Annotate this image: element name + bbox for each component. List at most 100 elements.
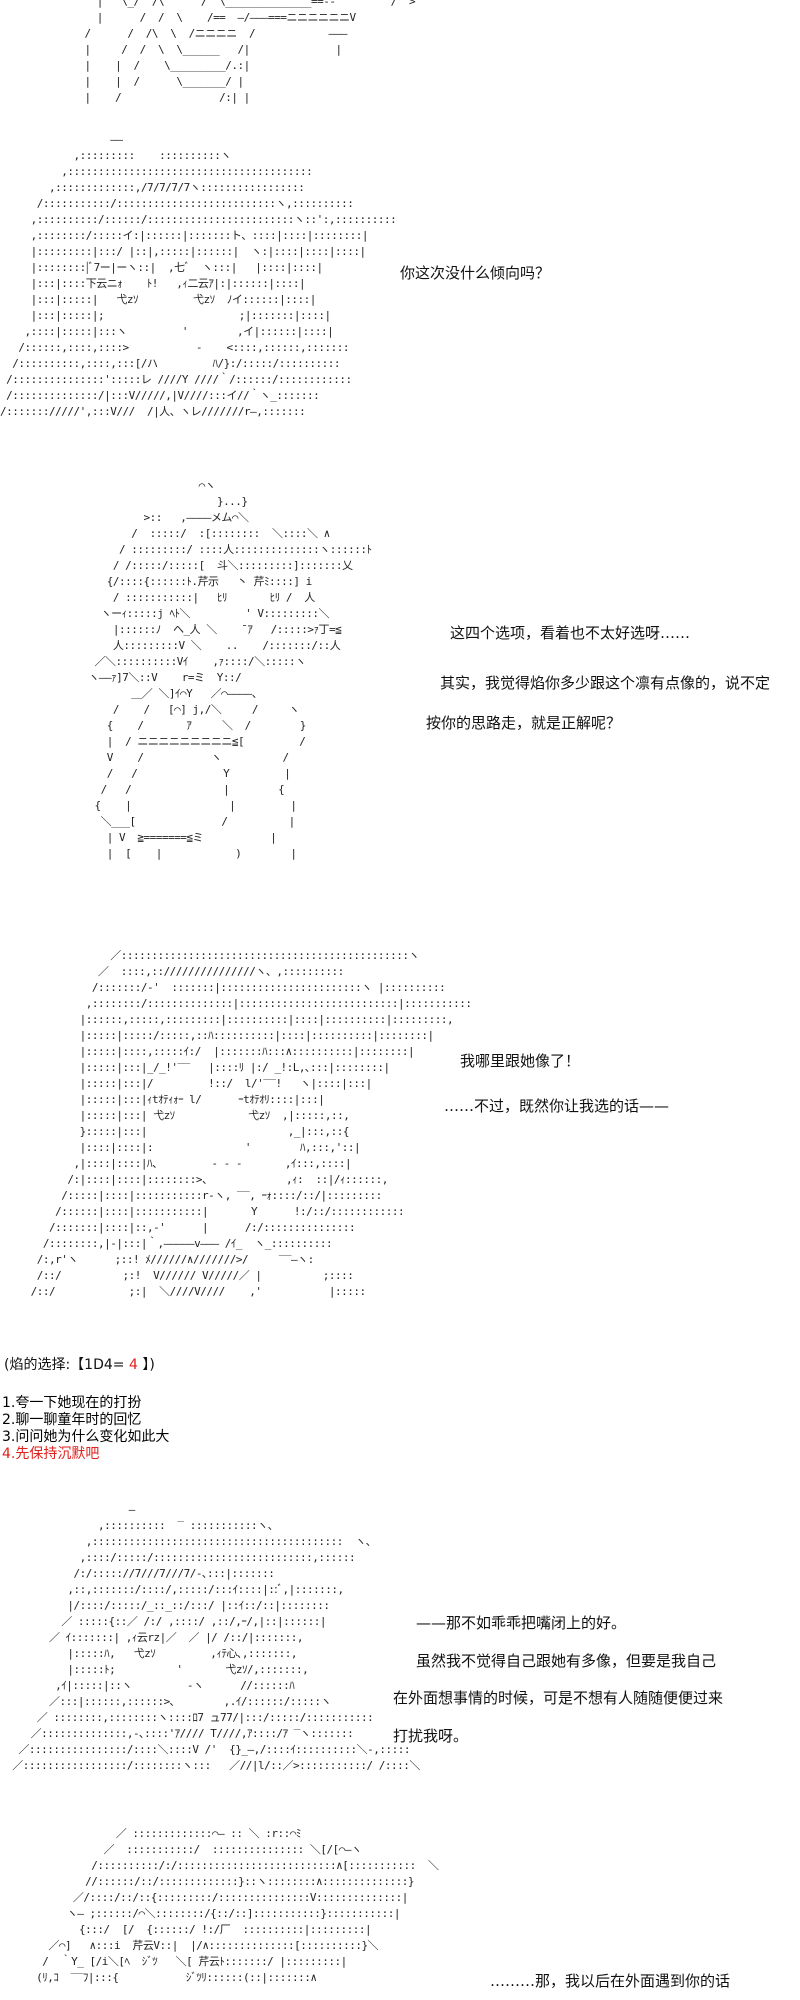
aa-line: /::/ ;:! V////// V/////／ | ;:::: [0, 1269, 354, 1282]
aa-line: ,::::::::: ::::::::::ヽ [0, 149, 231, 162]
aa-kyoko-2: ／ :::::::::::::⌒― :: ＼ :r::⌒ﾐ ／ ::::::::… [30, 1826, 439, 1986]
choice-option-selected: 4.先保持沉默吧 [2, 1446, 100, 1462]
dialogue-line: 其实，我觉得焰你多少跟这个凛有点像的，说不定 [440, 674, 771, 692]
aa-line: /:::::|::::|:::::::::::r-ヽ, ‾‾, ｰｫ::::/:… [0, 1189, 382, 1202]
aa-line: | V ≧=======≦ミ | [70, 831, 277, 844]
aa-line: | / /:| | [60, 91, 250, 104]
aa-line: ,ｲ|:::::|::ヽ ‐ヽ //::::::ﾊ [0, 1679, 295, 1692]
aa-line: ,::::::::::/::::::/:::::::::::::::::::::… [0, 213, 397, 226]
dialogue-line: 虽然我不觉得自己跟她有多像，但要是我自己 [416, 1652, 717, 1670]
aa-line: 人:::::::::V ＼ .. /:::::::/::人 [70, 639, 341, 652]
aa-line: /::::::::,|‐|:::|｀,―――――v――― /ｲ_ ヽ_:::::… [0, 1237, 333, 1250]
aa-line: /::::::::::::::/|:::V/////,|V////:::イ//｀… [0, 389, 320, 402]
aa-line: |:::::::::|:::/ |::|,:::::|::::::| ヽ:|::… [0, 245, 367, 258]
aa-line: |::::::ﾉ ヘ_人 ＼ ¯ｱ /:::::>ｧ丁=≦ [70, 623, 342, 636]
aa-line: ／:::::::::::::::::::::::::::::::::::::::… [0, 949, 419, 962]
aa-line: //::::::/::/:::::::::::::}::ヽ::::::::∧::… [30, 1875, 414, 1888]
aa-line: ／＼::::::::::Vｲ ,ｧ::::/＼:::::ヽ [70, 655, 306, 668]
aa-line: /::/ ;:| ＼////V//// ,' |::::: [0, 1285, 367, 1298]
aa-line: |::::::::|ﾞ7ー|ーヽ::| ,七ﾞ ヽ:::| |::::|::::… [0, 261, 324, 274]
aa-line: /::::::|::::|:::::::::::| Y !:/::/::::::… [0, 1205, 405, 1218]
dialogue-line: 这四个选项，看着也不太好选呀…… [450, 624, 691, 642]
aa-line: {:::/ [/ {::::::/ !:/厂 ::::::::::|::::::… [30, 1923, 372, 1936]
dice-prefix: (焰的选择:【1D4= [4, 1357, 129, 1373]
aa-line: |:::::|:::|/ !::/ l/'‾‾! ヽ|::::|:::| [0, 1077, 373, 1090]
aa-line: /:::::::|::::|::,‐' | /:/::::::::::::::: [0, 1221, 356, 1234]
aa-kyoko: ⌒ヽ }...} >:: ,――――メム⌒＼ / :::::/ :[::::::… [70, 478, 372, 862]
aa-line: / /:::::/:::::[ 斗＼:::::::::]:::::::乂 [70, 559, 353, 572]
aa-line: ,::::::::/:::::イ:|::::::|:::::::ト、::::|:… [0, 229, 369, 242]
dialogue-line: 打扰我呀。 [393, 1727, 469, 1745]
dice-suffix: 】) [137, 1357, 155, 1373]
aa-line: }:::::|:::| ,_|:::,::{ [0, 1125, 350, 1138]
aa-line: ／::::::::::::::::/::::＼::::V /' {}_―,/::… [0, 1743, 410, 1756]
aa-line: /:,r'ヽ ;::! ﾒ//////∧///////>/ ‾‾―ヽ: [0, 1253, 315, 1266]
aa-line: /:::::::/‐' :::::::|::::::::::::::::::::… [0, 981, 446, 994]
aa-line: /:|::::|::::|::::::::>、 ,ｨ: ::|/ｨ::::::, [0, 1173, 388, 1186]
aa-line: ,|::::|::::|ﾊ、 - - - ,ｲ:::,::::| [0, 1157, 352, 1170]
dialogue-line: 按你的思路走，就是正解呢？ [426, 714, 622, 732]
aa-arms-fragment: | \_/ /\ / \______________==-- / > | / /… [60, 0, 415, 106]
aa-line: ,:::::::::::::::::::::::::::::::::::::::… [0, 1535, 377, 1548]
choice-option: 1.夸一下她现在的打扮 [2, 1395, 142, 1411]
aa-line: | / / \ \______ /| | [60, 43, 342, 56]
dice-result: (焰的选择:【1D4= 4 】) [4, 1354, 155, 1374]
aa-line: ／ ｲ:::::::| ,ｨ云rz|／ ／ |/ /::/|:::::::, [0, 1631, 304, 1644]
aa-line: / / | { [70, 783, 285, 796]
aa-line: { / ｱ ＼ / } [70, 719, 307, 732]
aa-line: |:::|::::下云ニｫ ﾄ! ,ｨ二云ｱ|:|::::::|::::| [0, 277, 306, 290]
aa-line: ― [0, 1503, 136, 1516]
aa-line: |:::::ﾄ; ' 弋zｿ/,:::::::, [0, 1663, 309, 1676]
aa-line: |:::|:::::| 弋zｿ 弋zｿ ﾉイ::::::|::::| [0, 293, 317, 306]
aa-line: ／⌒] ∧:::i 芹云V::| |/∧::::::::::::::[:::::… [30, 1939, 379, 1952]
choice-option: 2.聊一聊童年时的回忆 [2, 1412, 142, 1428]
dialogue-line: 我哪里跟她像了！ [460, 1052, 581, 1070]
aa-line: ヽーｨ:::::j ﾍﾄ＼ ' V:::::::::＼ [70, 607, 330, 620]
aa-line: / ｀Y_ [/i＼[ﾍ ｼﾞﾂ ＼[ 芹云ﾄ:::::::/ |:::::::… [30, 1955, 347, 1968]
aa-line: ／ ::::::::,::::::::ヽ::::ﾛ7 ュ77/|:::/::::… [0, 1711, 374, 1724]
aa-line: |::::::,:::::,:::::::::|::::::::::|::::|… [0, 1013, 454, 1026]
aa-line: | \_/ /\ / \______________==-- / > [60, 0, 416, 8]
aa-line: (ﾘ,ｺ ‾‾ﾌ|:::{ ｼﾞﾂﾘ::::::(::|:::::::∧ [30, 1971, 317, 1984]
aa-line: ／ :::::::::::::⌒― :: ＼ :r::⌒ﾐ [30, 1827, 302, 1840]
aa-line: ⌒ヽ [70, 479, 216, 492]
aa-line: /:::::::::::/::::::::::::::::::::::::::ヽ… [0, 197, 354, 210]
aa-line: |:::::|:::::/:::::,::ﾊ::::::::::|::::|::… [0, 1029, 435, 1042]
aa-line: /::::::::::,::::,:::[/ハ ﾊ/}:/:::::/:::::… [0, 357, 340, 370]
aa-line: ,::::|:::::|:::ヽ ' ,イ|::::::|::::| [0, 325, 334, 338]
aa-line: / :::::::::/ ::::人::::::::::::::ヽ::::::ﾄ [70, 543, 372, 556]
dialogue-line: 在外面想事情的时候，可是不想有人随随便便过来 [393, 1689, 724, 1707]
aa-line: |::::|::::|: ' ﾊ,:::,'::| [0, 1141, 361, 1154]
aa-line: /::::::::::/:/::::::::::::::::::::::::::… [30, 1859, 439, 1872]
aa-homura-face-1: ―― ,::::::::: ::::::::::ヽ ,:::::::::::::… [0, 132, 397, 420]
dialogue-line: ——那不如乖乖把嘴闭上的好。 [416, 1614, 627, 1632]
aa-line: /::::::,::::,::::> ‐ <::::,::::::,::::::… [0, 341, 349, 354]
aa-line: ,::,:::::::/::::/,:::::/:::ｲ::::|::ﾞ,|::… [0, 1583, 344, 1596]
aa-line: ,:::::::::::::,/7/7/7/7ヽ::::::::::::::::… [0, 181, 305, 194]
dialogue-line: ………那，我以后在外面遇到你的话 [490, 1972, 731, 1990]
dialogue-line: 你这次没什么倾向吗？ [400, 264, 551, 282]
aa-line: >:: ,――――メム⌒＼ [70, 511, 249, 524]
aa-line: | | / \_________/.:| [60, 59, 250, 72]
aa-line: / :::::::::::| ﾋﾘ ﾋﾘ / 人 [70, 591, 315, 604]
aa-line: ／:::|::::::,::::::>､ ,.ｲ/::::::/:::::ヽ [0, 1695, 332, 1708]
aa-line: { | | | [70, 799, 297, 812]
aa-line: }...} [70, 495, 248, 508]
aa-homura-face-2: ／:::::::::::::::::::::::::::::::::::::::… [0, 948, 472, 1300]
aa-line: / / /\ \ /ニニニニ / ――― [60, 27, 347, 40]
aa-line: ヽ――ｧ]7＼::V r=ミ Y::/ [70, 671, 242, 684]
aa-line: ／/::::/::/::{:::::::::/:::::::::::::::V:… [30, 1891, 409, 1904]
aa-line: / / [⌒] j,/＼ / ヽ [70, 703, 300, 716]
aa-line: |/::::/:::::/_::_::/:::/ |::ｲ::/::|:::::… [0, 1599, 330, 1612]
aa-line: ―― [0, 133, 123, 146]
aa-line: |:::::|:::|ｨtｵﾃｨｫｰ l/ ｰtｵﾃｵﾘ::::|:::| [0, 1093, 325, 1106]
aa-line: |:::::|:::|_/_!'‾‾ |::::ﾘ |:/ _!:L,､:::|… [0, 1061, 391, 1074]
aa-line: |:::|:::::|; ;|:::::::|::::| [0, 309, 332, 322]
dialogue-line: ……不过，既然你让我选的话—— [444, 1097, 670, 1115]
aa-line: /:::::::::::::::':::::レ ////Y ////｀/::::… [0, 373, 352, 386]
aa-line: ／ ::::,::///////////////ヽ、,:::::::::: [0, 965, 344, 978]
aa-line: / :::::/ :[:::::::: ＼::::＼ ∧ [70, 527, 330, 540]
choice-option: 3.问问她为什么变化如此大 [2, 1429, 170, 1445]
aa-line: | | / \_______/ | [60, 75, 244, 88]
aa-line: ＿／ ＼]ｲ⌒Y ／⌒――――、 [70, 687, 263, 700]
